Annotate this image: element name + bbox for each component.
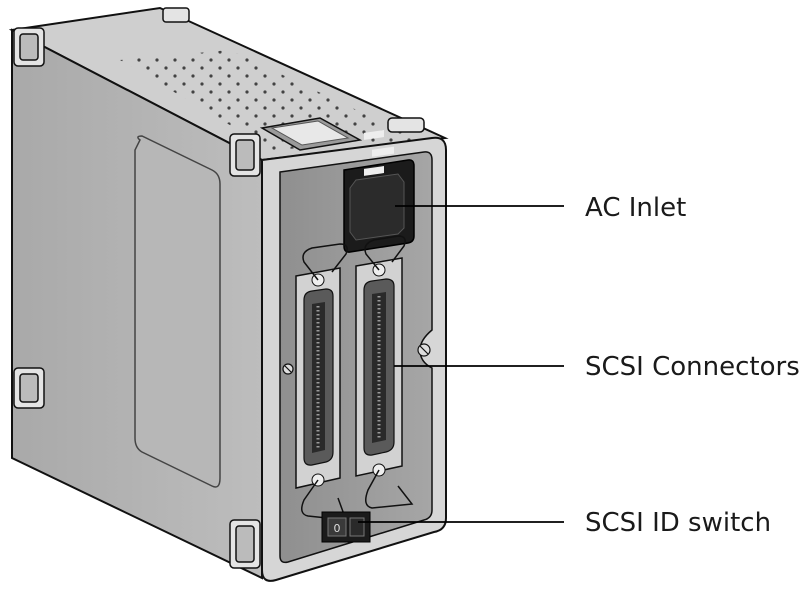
panel-screws [282,343,431,375]
leader-lines [358,205,564,523]
label-scsi-id-switch: SCSI ID switch [585,508,772,538]
corner-clips [13,7,425,569]
side-recessed-panel [134,135,221,488]
label-ac-inlet: AC Inlet [585,193,687,223]
label-scsi-connectors: SCSI Connectors [585,352,800,382]
scsi-connector-left [295,267,341,489]
top-vent-holes [120,50,420,150]
connector-wire-clips [301,235,414,521]
ac-inlet [343,130,415,253]
svg-text:0: 0 [334,522,341,535]
scsi-id-switch: 0 [321,511,371,543]
scsi-connector-right [355,257,403,477]
